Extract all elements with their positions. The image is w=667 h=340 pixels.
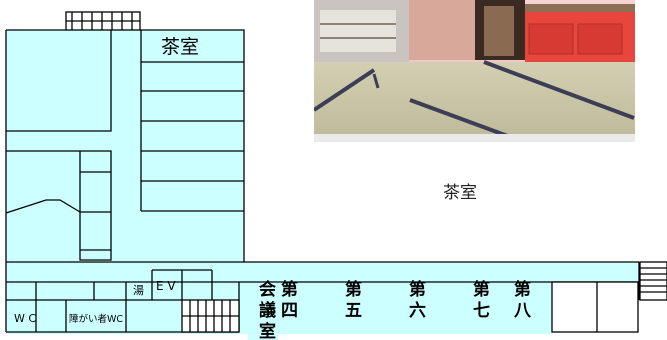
hall-dai7-char-2: 七 [473,301,490,321]
floor-areas [6,30,639,340]
hall-dai8-char-1: 第 [514,279,531,300]
hall-dai4-char-1: 第 [281,279,298,300]
tea-room-photo [314,0,635,142]
tea-room-caption: 茶室 [443,183,477,203]
hall-kaigishitsu-char-1: 会 [259,279,276,300]
hall-dai4-char-2: 四 [281,301,298,321]
bottom-staircase [181,299,240,333]
hall-labels: 会 議 室 第 四 第 五 第 六 第 七 第 八 [259,279,532,340]
hall-dai5-char-2: 五 [345,301,362,321]
hall-dai6-char-1: 第 [409,279,426,300]
hot-water-label: 湯 [133,284,144,297]
hall-dai6-char-2: 六 [409,300,426,321]
accessible-wc-label: 障がい者WC [69,313,123,325]
hall-dai7-char-1: 第 [473,279,490,300]
hall-kaigishitsu-char-2: 議 [259,300,276,321]
left-rooms [5,30,112,261]
tea-room-column [140,30,244,212]
hall-kaigishitsu-char-3: 室 [259,321,276,340]
top-staircase [65,11,141,31]
hall-dai5-char-1: 第 [345,279,362,300]
wc-label: W C [14,312,36,325]
hall-dai8-char-2: 八 [514,301,532,321]
elevator-label: E V [156,279,176,293]
tea-room-plan-label: 茶室 [161,36,199,58]
bottom-utilities [6,269,213,332]
east-rooms [551,261,667,333]
